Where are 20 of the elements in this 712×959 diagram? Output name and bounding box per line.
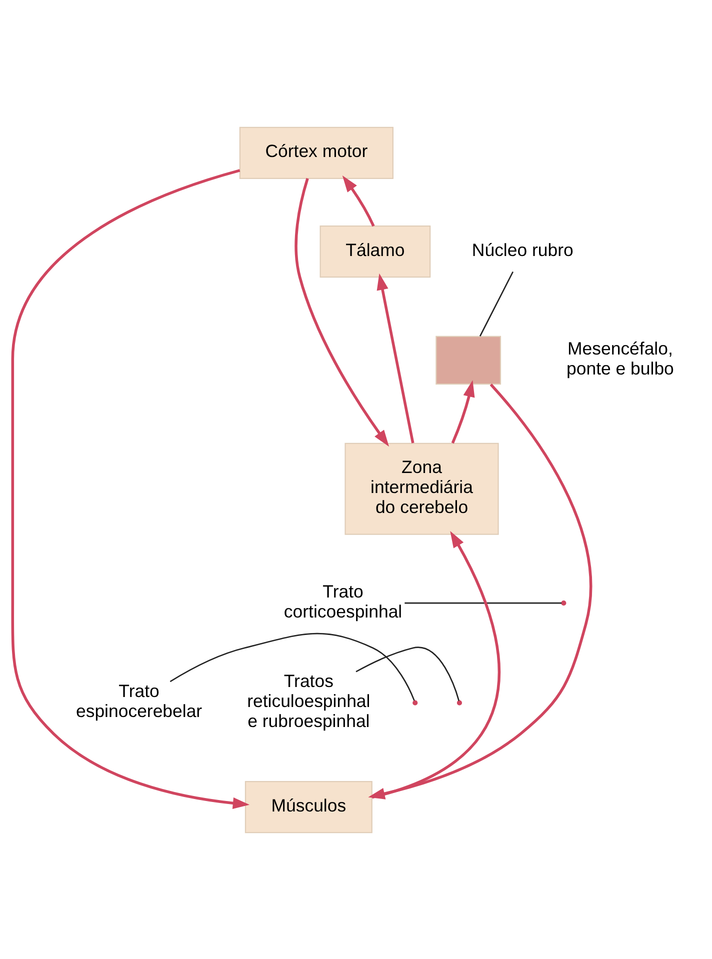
connector — [404, 602, 562, 604]
node-box: Córtex motor — [239, 126, 394, 178]
connector — [356, 646, 460, 700]
connector — [479, 270, 514, 336]
arrow — [294, 178, 390, 446]
node-text: Trato corticoespinhal — [284, 580, 402, 621]
connector — [170, 632, 415, 700]
label: Mesencéfalo, ponte e bulbo — [566, 338, 674, 378]
node-box: Zona intermediária do cerebelo — [344, 442, 499, 534]
node-text: Núcleo rubro — [472, 239, 574, 260]
arrow — [451, 380, 475, 444]
arrow — [376, 272, 414, 443]
arrow — [11, 168, 250, 809]
arrow — [342, 174, 375, 226]
node-text: Trato espinocerebelar — [76, 680, 202, 721]
node-box: Músculos — [244, 780, 372, 833]
node-text: Tratos reticuloespinhal e rubroespinhal — [247, 670, 370, 731]
arrow — [372, 530, 500, 798]
node-box — [436, 335, 502, 384]
node-box: Tálamo — [320, 225, 431, 278]
